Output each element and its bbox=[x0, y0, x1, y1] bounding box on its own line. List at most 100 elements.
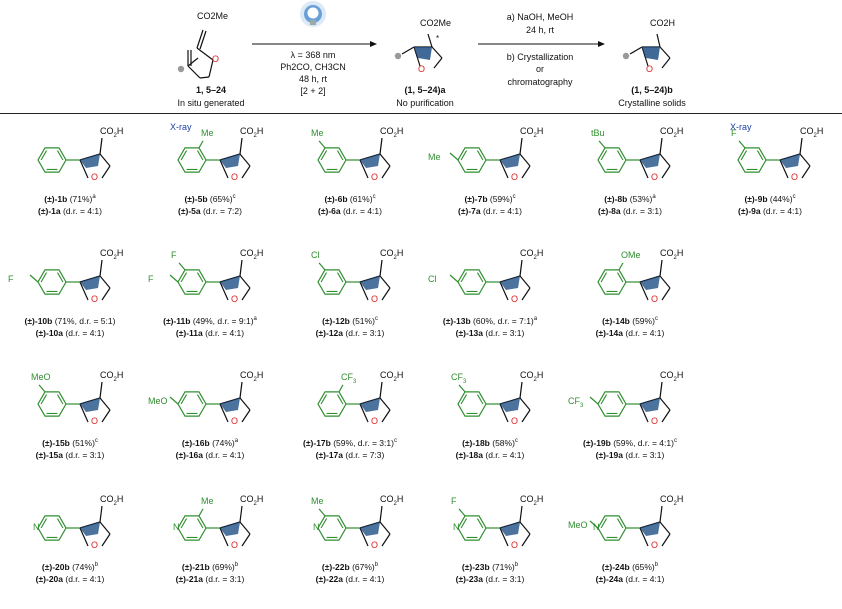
step1-time: 48 h, rt bbox=[298, 74, 328, 84]
acid-product-caption: (±)-16b (74%)a bbox=[181, 438, 239, 448]
intermediate-aryl-dot bbox=[394, 52, 402, 60]
ring-double-bond bbox=[740, 150, 748, 161]
ring-double-bond bbox=[476, 272, 484, 283]
cage-bridge bbox=[80, 276, 100, 290]
cage-bridge bbox=[640, 522, 660, 536]
reactant-structure bbox=[187, 29, 214, 79]
scheme-divider bbox=[0, 113, 842, 114]
cage-oxygen: O bbox=[371, 540, 379, 550]
xray-tag: X-ray bbox=[170, 122, 192, 132]
ester-compound-id: (±)-5a bbox=[178, 206, 201, 216]
reactant-note: In situ generated bbox=[177, 98, 245, 108]
cage-bridge bbox=[80, 154, 100, 168]
oxabicycle-cage bbox=[779, 137, 811, 179]
cage-bridge bbox=[360, 276, 380, 290]
ester-intermediate-caption: (±)-17a (d.r. = 7:3) bbox=[315, 450, 385, 460]
step2-chromatography: chromatography bbox=[507, 77, 573, 87]
substituent-bond bbox=[338, 384, 344, 393]
acid-compound-id: (±)-20b bbox=[41, 562, 70, 572]
ester-intermediate-caption: (±)-11a (d.r. = 4:1) bbox=[175, 328, 245, 338]
substituent-label: OMe bbox=[621, 249, 641, 260]
acid-compound-id: (±)-14b bbox=[602, 316, 630, 326]
ring-double-bond bbox=[336, 518, 344, 529]
substituent-label: Me bbox=[311, 495, 324, 506]
substituent-label: Cl bbox=[428, 274, 437, 284]
footnote-mark: c bbox=[94, 438, 98, 445]
ester-intermediate-caption: (±)-10a (d.r. = 4:1) bbox=[35, 328, 105, 338]
footnote-mark: b bbox=[654, 562, 659, 569]
cage-bridge bbox=[360, 398, 380, 412]
compound-structure bbox=[589, 505, 671, 547]
footnote-mark: c bbox=[514, 438, 518, 445]
acid-product-caption: (±)-5b (65%)c bbox=[184, 194, 236, 204]
footnote-mark: b bbox=[94, 562, 99, 569]
cage-oxygen: O bbox=[91, 172, 99, 182]
cage-bridge bbox=[640, 398, 660, 412]
cage-bridge bbox=[500, 522, 520, 536]
ring-double-bond bbox=[600, 272, 608, 283]
acid-product-caption: (±)-21b (69%)b bbox=[181, 562, 239, 572]
ester-intermediate-caption: (±)-1a (d.r. = 4:1) bbox=[38, 206, 102, 216]
cage-oxygen: O bbox=[91, 416, 99, 426]
acid-product-caption: (±)-22b (67%)b bbox=[321, 562, 379, 572]
ring-double-bond bbox=[56, 272, 64, 283]
substituent-bond bbox=[29, 274, 39, 283]
ester-compound-id: (±)-6a bbox=[318, 206, 341, 216]
ring-double-bond bbox=[56, 518, 64, 529]
ester-compound-id: (±)-18a bbox=[455, 450, 483, 460]
ester-intermediate-caption: (±)-13a (d.r. = 3:1) bbox=[455, 328, 525, 338]
cage-bridge bbox=[640, 154, 660, 168]
ester-compound-id: (±)-7a bbox=[458, 206, 481, 216]
step2-base: a) NaOH, MeOH bbox=[506, 12, 574, 22]
ring-double-bond bbox=[476, 394, 484, 405]
substituent-label: F bbox=[148, 274, 154, 284]
intermediate-note: No purification bbox=[396, 98, 454, 108]
ester-intermediate-caption: (±)-21a (d.r. = 3:1) bbox=[175, 574, 245, 584]
acid-compound-id: (±)-17b bbox=[303, 438, 331, 448]
substituent-label: CF3 bbox=[568, 396, 584, 409]
ring-double-bond bbox=[616, 394, 624, 405]
compound-structure bbox=[169, 259, 251, 301]
acid-compound-id: (±)-15b bbox=[42, 438, 70, 448]
acid-compound-id: (±)-21b bbox=[181, 562, 210, 572]
cage-oxygen: O bbox=[511, 540, 519, 550]
acid-compound-id: (±)-16b bbox=[181, 438, 210, 448]
compound-structure bbox=[449, 259, 531, 301]
cage-oxygen: O bbox=[511, 416, 519, 426]
step1-reagents: Ph2CO, CH3CN bbox=[280, 62, 346, 72]
pyridine-nitrogen: N bbox=[313, 521, 320, 532]
acid-compound-id: (±)-9b bbox=[744, 194, 768, 204]
acid-product-caption: (±)-14b (59%)c bbox=[602, 316, 658, 326]
ring-double-bond bbox=[320, 518, 328, 529]
ring-double-bond bbox=[460, 272, 468, 283]
acid-compound-id: (±)-11b bbox=[163, 316, 191, 326]
carboxylic-acid-label: CO2H bbox=[100, 126, 124, 139]
reactant-ester: CO2Me bbox=[197, 11, 229, 21]
ester-intermediate-caption: (±)-9a (d.r. = 4:1) bbox=[738, 206, 802, 216]
substituent-bond bbox=[169, 396, 179, 405]
substituent-bond bbox=[198, 508, 204, 517]
compound-structure bbox=[457, 381, 531, 423]
oxabicycle-cage bbox=[219, 137, 251, 179]
footnote-mark: c bbox=[512, 194, 516, 201]
footnote-mark: c bbox=[393, 438, 397, 445]
ester-compound-id: (±)-17a bbox=[315, 450, 343, 460]
ring-double-bond bbox=[600, 150, 608, 161]
cage-bridge bbox=[80, 398, 100, 412]
carboxylic-acid-label: CO2H bbox=[660, 370, 684, 383]
light-bulb-icon bbox=[300, 1, 326, 27]
substituent-label: MeO bbox=[31, 371, 51, 382]
carboxylic-acid-label: CO2H bbox=[240, 494, 264, 507]
benzene-ring bbox=[457, 391, 487, 417]
ester-intermediate-caption: (±)-8a (d.r. = 3:1) bbox=[598, 206, 662, 216]
acid-compound-id: (±)-23b bbox=[461, 562, 490, 572]
substituent-label: Me bbox=[428, 152, 441, 162]
substituent-bond bbox=[318, 508, 326, 517]
step2-time: 24 h, rt bbox=[525, 25, 555, 35]
substituent-label: Me bbox=[201, 127, 214, 138]
